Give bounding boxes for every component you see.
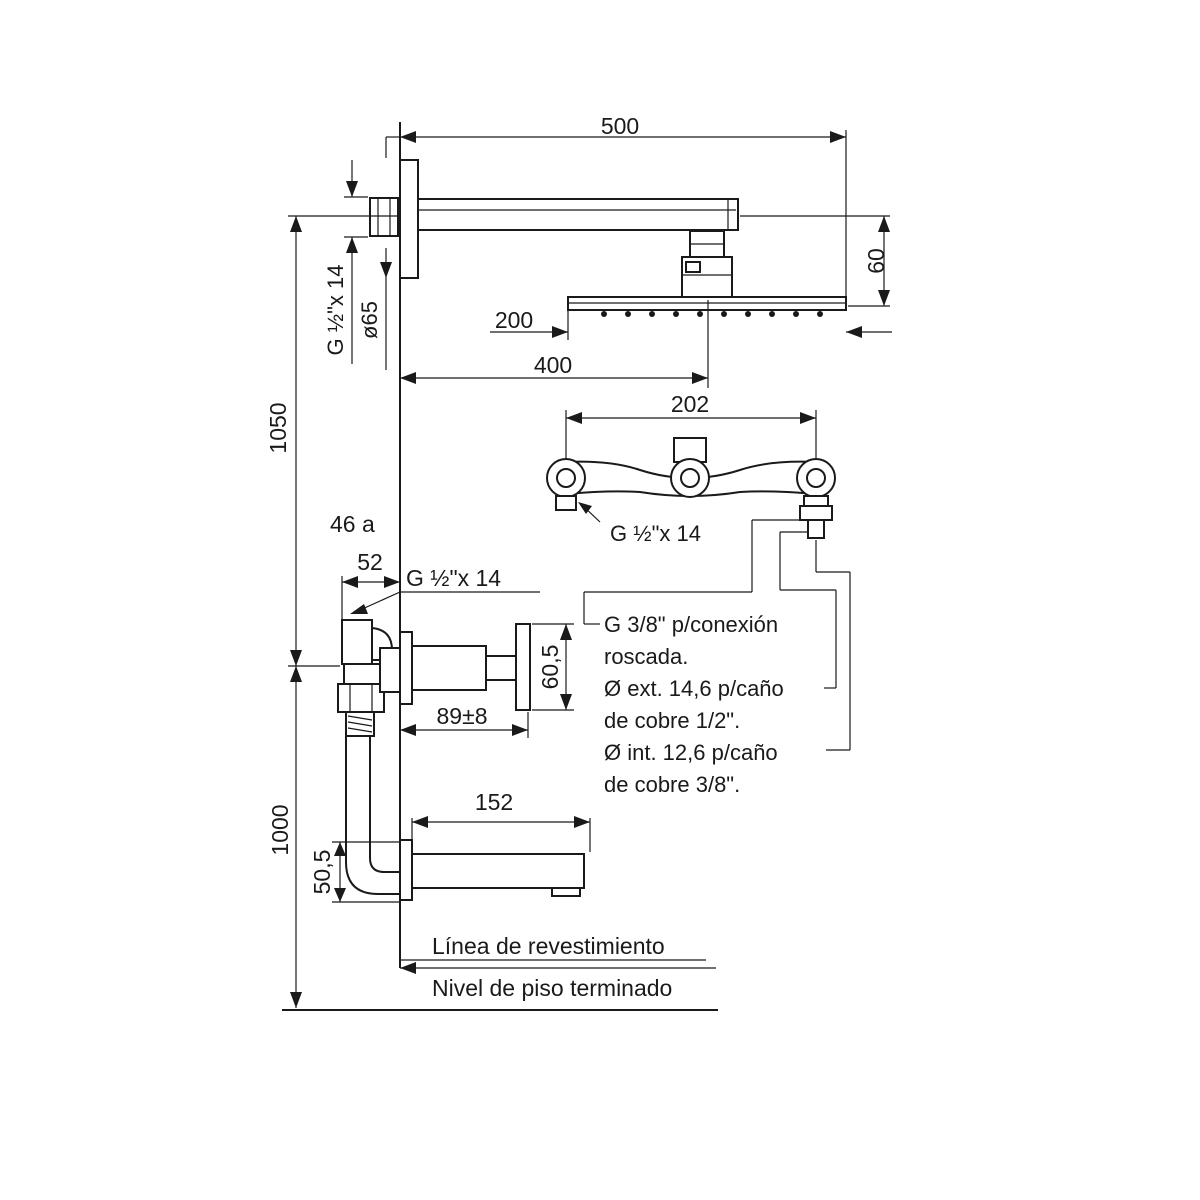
dim-mixer-height: 60,5: [537, 645, 563, 690]
dim-mixer-range: 46 a: [330, 511, 375, 537]
supply-pipe: [345, 735, 405, 895]
dim-thread-top: G ½"x 14: [323, 265, 348, 356]
spout-escutcheon: [399, 839, 413, 901]
dimension-arm-length: 500: [385, 113, 847, 296]
note-line-5: Ø int. 12,6 p/caño: [604, 740, 778, 765]
dimension-head-offset: 200: [490, 300, 892, 340]
mixer-inlet: [341, 619, 373, 665]
note-line-3: Ø ext. 14,6 p/caño: [604, 676, 784, 701]
spout: [411, 853, 585, 889]
note-line-2: roscada.: [604, 644, 688, 669]
dim-spout-height: 50,5: [309, 850, 335, 895]
shower-arm-assembly: [369, 159, 847, 317]
note-line-1: G 3/8" p/conexión: [604, 612, 778, 637]
dim-arm-length: 500: [601, 113, 639, 139]
mixer-thread-label: G ½"x 14: [406, 565, 501, 591]
connection-notes: G 3/8" p/conexión roscada. Ø ext. 14,6 p…: [604, 612, 784, 797]
dim-handle-depth: 89±8: [437, 703, 488, 729]
dimension-thread-top: G ½"x 14: [323, 160, 368, 364]
dim-spout-length: 152: [475, 789, 513, 815]
note-line-4: de cobre 1/2".: [604, 708, 740, 733]
dim-mixer-depth: 52: [357, 549, 383, 575]
dim-head-offset: 200: [495, 307, 533, 333]
dim-height-upper: 1050: [265, 402, 291, 453]
mixer-escutcheon: [399, 631, 413, 705]
connector-left-thread: [555, 495, 577, 511]
thread-nipple: [369, 197, 399, 237]
dimension-flange-diameter: ø65: [357, 248, 392, 370]
dimension-head-drop: 60: [740, 215, 890, 307]
mixer-handle: [515, 623, 531, 711]
dimension-head-center: 400: [400, 300, 709, 388]
floor-leader-arrow: [400, 962, 416, 974]
dim-flange-diameter: ø65: [357, 301, 382, 339]
mixer-body: [411, 645, 487, 691]
dim-head-drop: 60: [863, 248, 889, 274]
spout-aerator: [551, 887, 581, 897]
dim-head-center: 400: [534, 352, 572, 378]
wall-flange: [399, 159, 419, 279]
pipe-and-spout: 152 50,5: [309, 735, 591, 903]
shower-arm: [417, 198, 739, 231]
dimension-height-lower: 1000: [267, 665, 340, 1008]
dim-connector-width: 202: [671, 391, 709, 417]
mixer-stem: [485, 655, 517, 681]
connector-detail: 202 G ½"x 14: [546, 391, 851, 751]
mixer-assembly: 46 a 52 G ½"x 14 60,5 89±8: [330, 511, 574, 738]
floor-level-label: Nivel de piso terminado: [432, 975, 672, 1001]
note-line-6: de cobre 3/8".: [604, 772, 740, 797]
connector-nut: [803, 495, 829, 507]
coating-line-label: Línea de revestimiento: [432, 933, 665, 959]
mixer-valve-body: [337, 683, 385, 713]
shower-nozzles: [601, 311, 823, 317]
connector-thread-label: G ½"x 14: [610, 521, 701, 546]
dimension-height-upper: 1050: [265, 215, 400, 666]
dim-height-lower: 1000: [267, 804, 293, 855]
